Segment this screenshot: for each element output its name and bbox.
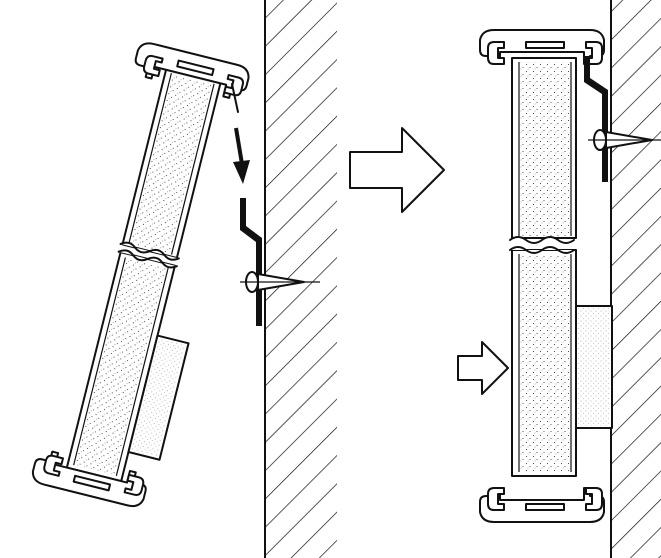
tilted-panel-bottom-profile — [31, 450, 147, 508]
tilted-panel-upper-insulation — [121, 66, 222, 259]
mounted-panel-lower-insulation — [511, 249, 577, 477]
mounted-panel-spacer — [575, 305, 613, 429]
process-arrow-icon — [349, 127, 445, 213]
mounted-panel-upper-insulation — [511, 57, 577, 239]
wall-right-hatching — [611, 0, 661, 558]
tilted-panel-spacer — [127, 334, 190, 461]
mounted-panel-top-profile — [479, 29, 605, 65]
wall-bracket-left — [240, 198, 262, 326]
tilted-panel — [31, 42, 250, 508]
press-arrow-icon — [457, 341, 509, 395]
tilted-panel-top-profile — [134, 42, 250, 99]
mounted-panel-break — [509, 236, 575, 254]
mounted-panel — [479, 29, 613, 523]
screw-left-icon — [240, 271, 320, 293]
tilted-panel-hook — [231, 83, 239, 113]
wall-right — [610, 0, 661, 558]
wall-bracket-right — [584, 56, 608, 182]
tilted-panel-break — [117, 241, 180, 269]
down-arrow-icon — [233, 127, 250, 184]
mounted-panel-bottom-profile — [479, 487, 605, 523]
screw-right-icon — [588, 129, 661, 151]
